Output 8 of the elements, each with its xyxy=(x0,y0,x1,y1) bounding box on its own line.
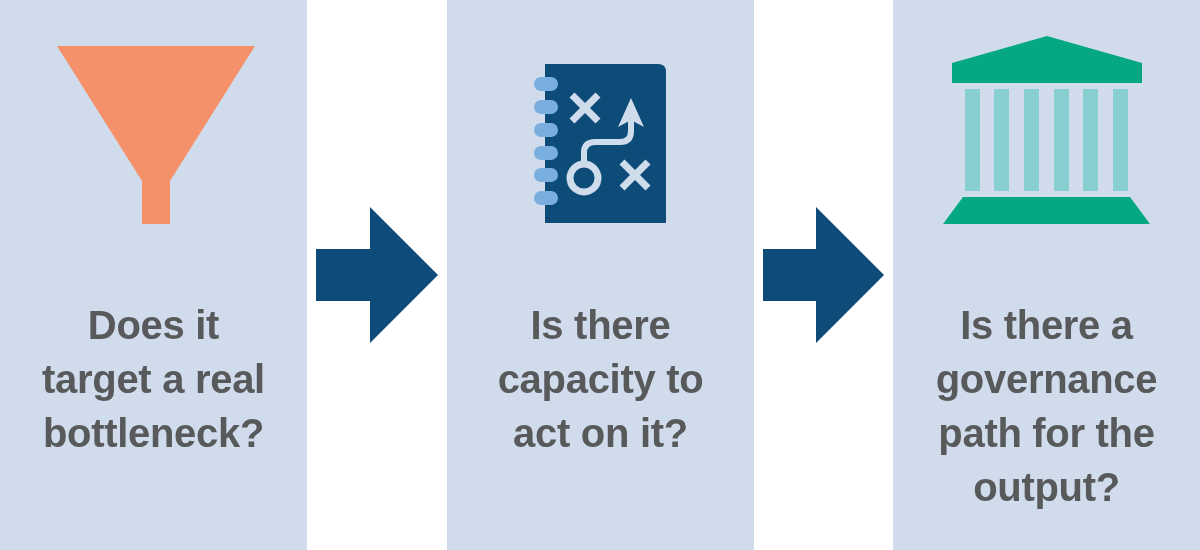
question-text: Does it target a real bottleneck? xyxy=(41,302,266,457)
arrow xyxy=(763,207,884,343)
question-text: Is there capacity to act on it? xyxy=(496,302,705,457)
question-panel xyxy=(0,0,307,550)
question-panel xyxy=(893,0,1200,550)
arrow xyxy=(316,207,438,343)
question-text: Is there a governance path for the output? xyxy=(934,302,1159,511)
question-panel xyxy=(447,0,754,550)
